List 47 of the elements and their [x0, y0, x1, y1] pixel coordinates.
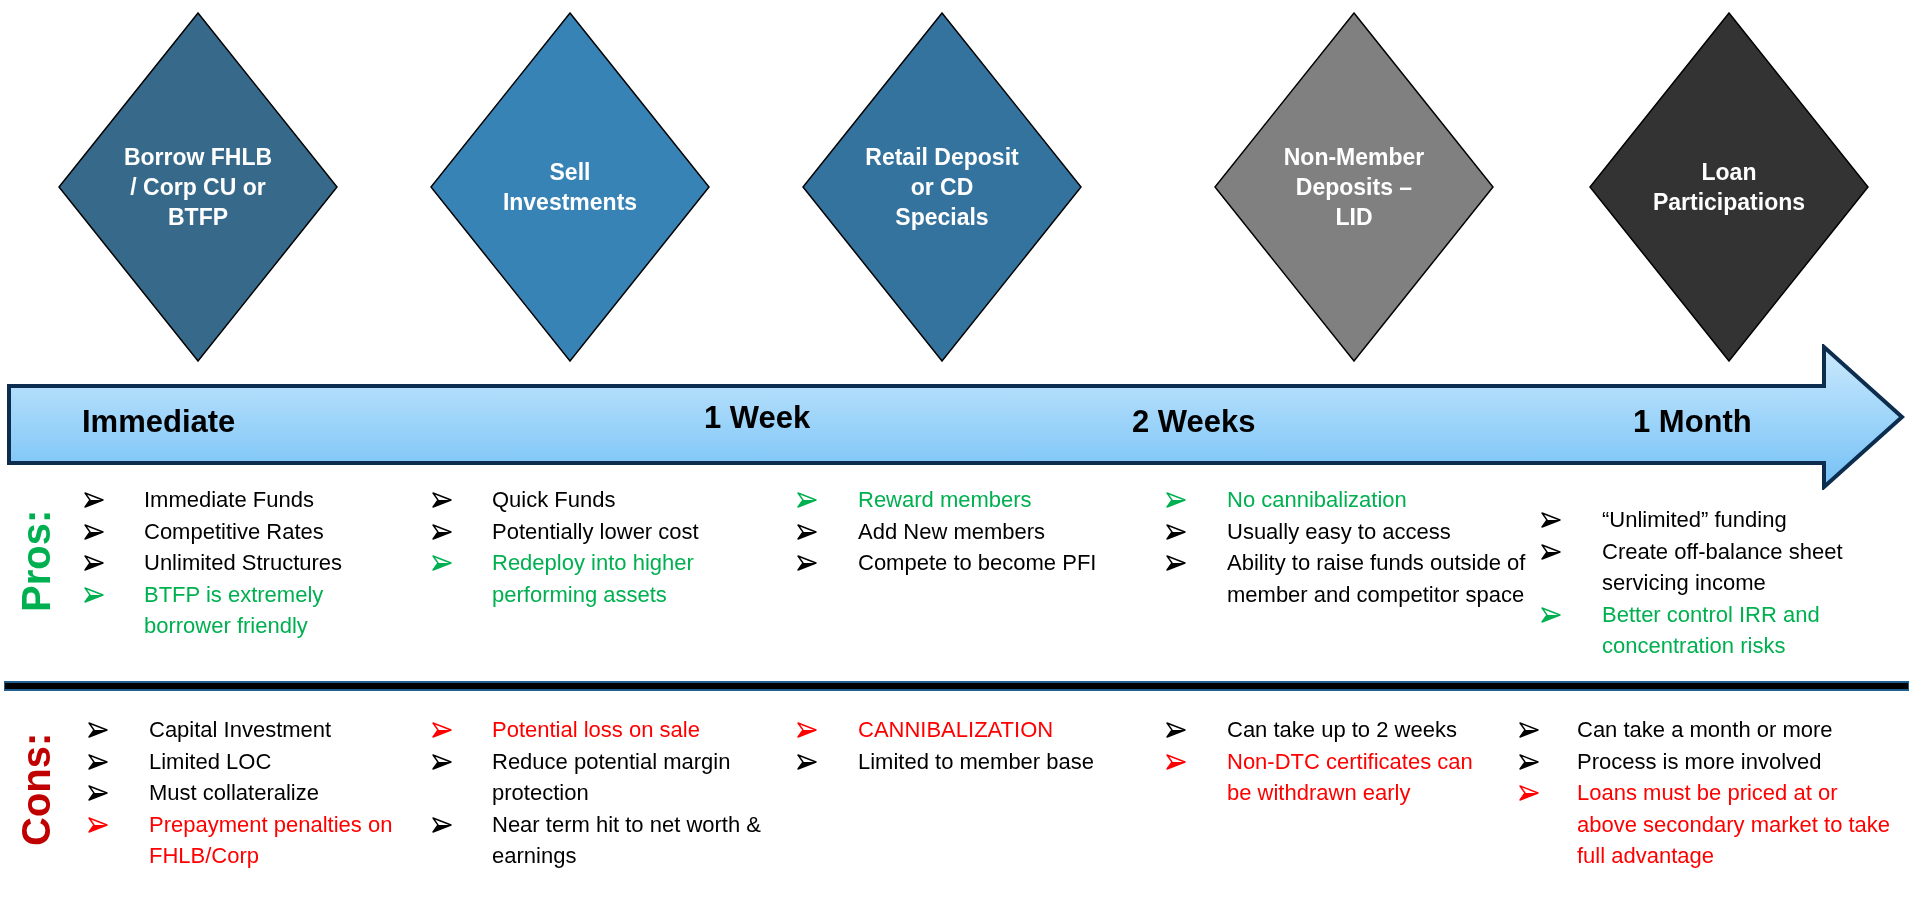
- bullet-text: “Unlimited” funding: [1602, 506, 1788, 534]
- diamond-shape: [802, 12, 1082, 362]
- bullet-text: Better control IRR and concentration risks: [1602, 600, 1821, 660]
- bullet-text: Near term hit to net worth & earnings: [492, 810, 762, 870]
- bullet-text: Must collateralize: [149, 779, 320, 807]
- timeline-label: 1 Month: [1633, 404, 1752, 440]
- bullet-text: Usually easy to access: [1227, 517, 1452, 546]
- bullet-text: CANNIBALIZATION: [858, 716, 1055, 744]
- diamond-label: Non-Member Deposits – LID: [1282, 143, 1426, 232]
- section-heading: Cons:: [14, 732, 58, 846]
- bullet-text: Compete to become PFI: [858, 549, 1098, 577]
- section-heading: Pros:: [14, 509, 58, 612]
- bullet-text: Create off-balance sheet servicing income: [1602, 537, 1844, 597]
- bullet-text: Limited LOC: [149, 747, 273, 776]
- timeline-arrow: [6, 344, 1906, 490]
- bullet-text: Prepayment penalties on FHLB/Corp: [149, 810, 394, 870]
- bullet-text: Can take a month or more: [1577, 716, 1834, 744]
- diamond-label: Sell Investments: [501, 158, 639, 217]
- bullet-text: Potentially lower cost: [492, 517, 700, 546]
- bullet-text: Non-DTC certificates can be withdrawn early: [1227, 747, 1474, 807]
- bullet-text: BTFP is extremely borrower friendly: [144, 580, 325, 640]
- bullet-text: Potential loss on sale: [492, 716, 701, 744]
- diamond-label: Retail Deposit or CD Specials: [864, 143, 1020, 232]
- bullet-text: Process is more involved: [1577, 747, 1823, 776]
- diamond-label: Loan Participations: [1651, 158, 1807, 217]
- bullet-text: Capital Investment: [149, 716, 333, 744]
- bullet-text: Competitive Rates: [144, 517, 325, 546]
- diamond-shape: [1214, 12, 1494, 362]
- diamond-shape: [430, 12, 710, 362]
- timeline-label: 1 Week: [704, 400, 811, 436]
- timeline-label: Immediate: [82, 404, 236, 440]
- bullet-text: Loans must be priced at or above secondary market to take full advantage: [1577, 779, 1892, 870]
- bullet-text: Immediate Funds: [144, 486, 315, 514]
- bullet-text: Quick Funds: [492, 486, 617, 514]
- diamond-shape: [1589, 12, 1869, 362]
- bullet-text: Ability to raise funds outside of member and competitor space: [1227, 549, 1527, 609]
- bullet-text: Can take up to 2 weeks: [1227, 716, 1458, 744]
- bullet-text: Redeploy into higher performing assets: [492, 549, 695, 609]
- diamond-label: Borrow FHLB / Corp CU or BTFP: [122, 143, 274, 232]
- timeline-label: 2 Weeks: [1132, 404, 1256, 440]
- bullet-text: No cannibalization: [1227, 486, 1408, 514]
- diamond-shape: [58, 12, 338, 362]
- bullet-text: Reduce potential margin protection: [492, 747, 732, 807]
- bullet-text: Limited to member base: [858, 747, 1095, 776]
- bullet-text: Reward members: [858, 486, 1033, 514]
- bullet-text: Unlimited Structures: [144, 549, 344, 577]
- bullet-text: Add New members: [858, 517, 1047, 546]
